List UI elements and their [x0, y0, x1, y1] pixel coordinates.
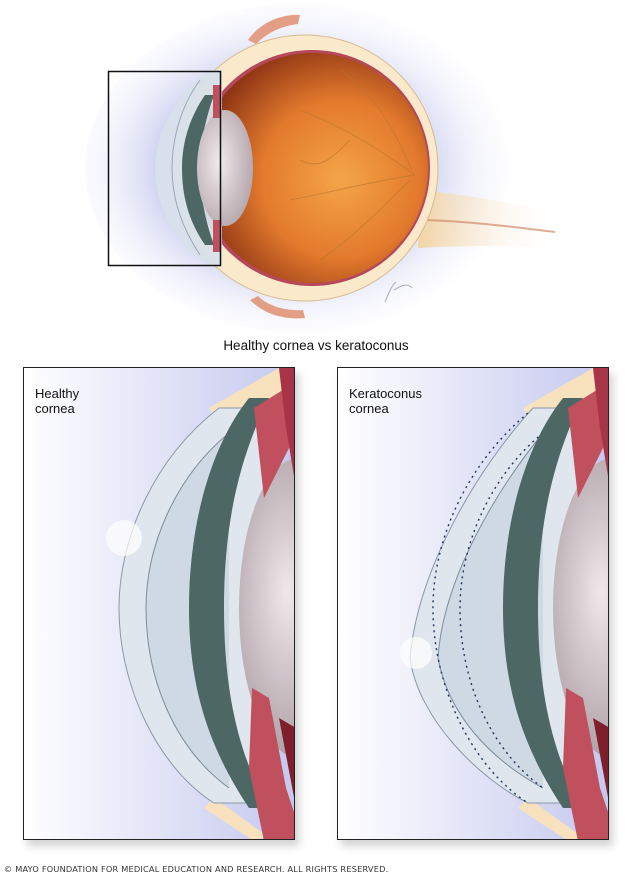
copyright-notice: © MAYO FOUNDATION FOR MEDICAL EDUCATION … [4, 864, 389, 874]
panel-label-keratoconus: Keratoconus cornea [349, 386, 422, 416]
artist-signature [384, 281, 413, 303]
eye-cross-section-illustration [85, 3, 560, 333]
inset-highlight-box [107, 70, 222, 267]
panel-label-healthy: Healthy cornea [35, 386, 80, 416]
healthy-cornea-illustration [24, 368, 294, 839]
keratoconus-cornea-illustration [338, 368, 608, 839]
figure-title: Healthy cornea vs keratoconus [223, 338, 409, 353]
panel-keratoconus-cornea: Keratoconus cornea [337, 367, 609, 840]
panel-healthy-cornea: Healthy cornea [23, 367, 295, 840]
normal-cornea-inner-outline [459, 432, 544, 789]
normal-cornea-outline [432, 412, 529, 804]
